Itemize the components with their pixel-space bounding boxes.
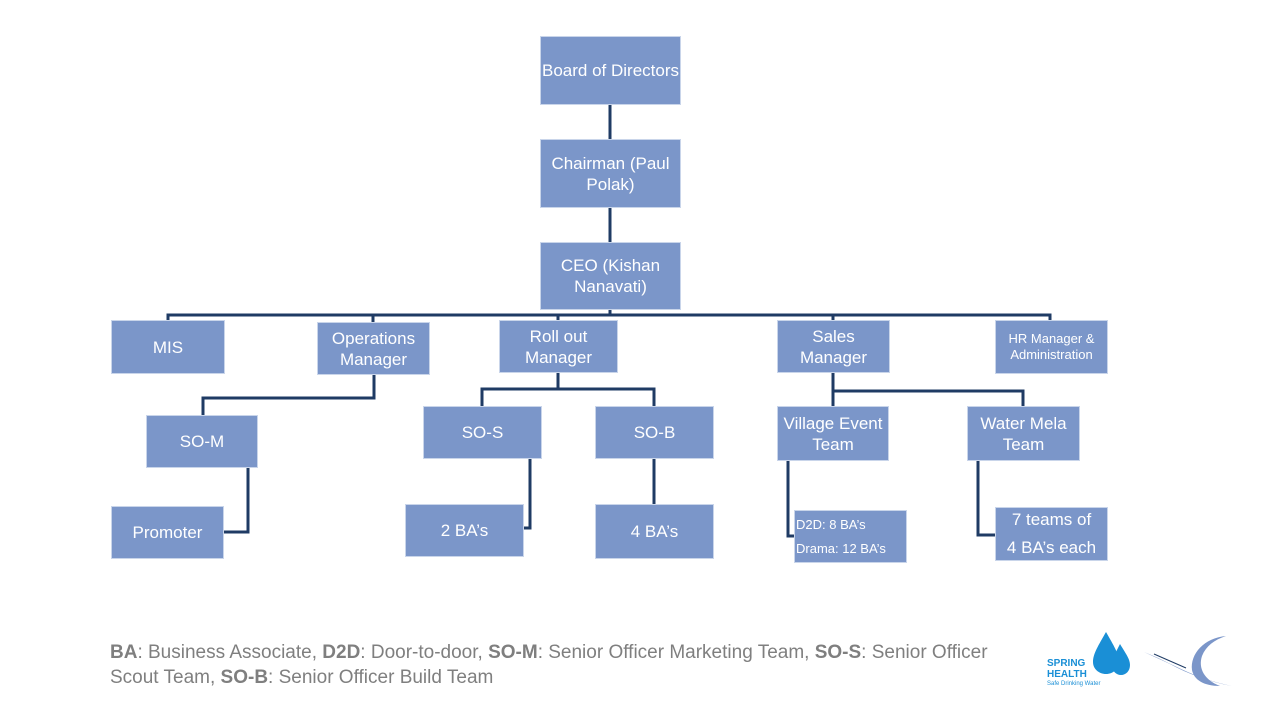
legend-abbr-sos: SO-S [814, 642, 862, 663]
promoter-label: Promoter [132, 523, 203, 542]
so-b-box: SO-B [595, 406, 714, 459]
chairman-box: Chairman (Paul Polak) [540, 139, 681, 208]
so-s-box: SO-S [423, 406, 542, 459]
so-b-label: SO-B [633, 423, 676, 442]
two-ba-box: 2 BA’s [405, 504, 524, 557]
ceo-box: CEO (Kishan Nanavati) [540, 242, 681, 310]
hr-manager-label: HR Manager & Administration [1008, 331, 1095, 362]
promoter-box: Promoter [111, 506, 224, 559]
logo-tagline: Safe Drinking Water [1047, 681, 1101, 687]
chairman-label: Chairman (Paul Polak) [551, 153, 670, 194]
d2d-label: D2D: 8 BA’s [796, 516, 866, 532]
board-of-directors-label: Board of Directors [542, 61, 679, 80]
water-mela-team-box: Water Mela Team [967, 406, 1080, 461]
hr-manager-box: HR Manager & Administration [995, 320, 1108, 374]
legend-text-sob: : Senior Officer Build Team [268, 667, 494, 688]
water-drops-icon [1093, 632, 1130, 675]
four-ba-label: 4 BA’s [630, 522, 679, 541]
mela-teams-box: 7 teams of 4 BA’s each [995, 507, 1108, 561]
rollout-manager-box: Roll out Manager [499, 320, 618, 373]
so-s-label: SO-S [461, 423, 504, 442]
village-event-team-label: Village Event Team [783, 413, 883, 454]
legend-text-sos: : Senior Officer Scout Team, [110, 642, 988, 688]
abbreviation-legend: BA: Business Associate, D2D: Door-to-doo… [110, 640, 1040, 690]
sales-manager-label: Sales Manager [799, 326, 868, 367]
rollout-manager-label: Roll out Manager [524, 326, 593, 367]
village-ba-box: D2D: 8 BA’s Drama: 12 BA’s [794, 510, 907, 563]
so-m-box: SO-M [146, 415, 258, 468]
four-ba-box: 4 BA’s [595, 504, 714, 559]
legend-text-ba: : Business Associate, [137, 642, 323, 663]
teams-line2: 4 BA’s each [1006, 538, 1097, 557]
village-event-team-box: Village Event Team [777, 406, 889, 461]
mis-box: MIS [111, 320, 225, 374]
mis-label: MIS [152, 337, 184, 357]
teams-line1: 7 teams of [1011, 510, 1092, 529]
two-ba-label: 2 BA’s [440, 521, 489, 540]
so-m-label: SO-M [179, 432, 225, 451]
drama-label: Drama: 12 BA’s [796, 540, 886, 556]
partner-swoosh-logo [1144, 636, 1232, 686]
spring-health-logo: SPRING HEALTH Safe Drinking Water [1040, 628, 1136, 692]
water-mela-team-label: Water Mela Team [980, 413, 1067, 454]
sales-manager-box: Sales Manager [777, 320, 890, 373]
board-of-directors-box: Board of Directors [540, 36, 681, 105]
legend-abbr-sob: SO-B [220, 667, 269, 688]
legend-abbr-d2d: D2D [322, 642, 361, 663]
legend-text-som: : Senior Officer Marketing Team, [537, 642, 815, 663]
legend-abbr-som: SO-M [488, 642, 538, 663]
logo-text-health: HEALTH [1047, 669, 1087, 680]
operations-manager-box: Operations Manager [317, 322, 430, 375]
logo-text-spring: SPRING [1047, 658, 1086, 669]
operations-manager-label: Operations Manager [331, 328, 416, 369]
legend-abbr-ba: BA [110, 642, 138, 663]
ceo-label: CEO (Kishan Nanavati) [560, 256, 661, 296]
legend-text-d2d: : Door-to-door, [360, 642, 489, 663]
